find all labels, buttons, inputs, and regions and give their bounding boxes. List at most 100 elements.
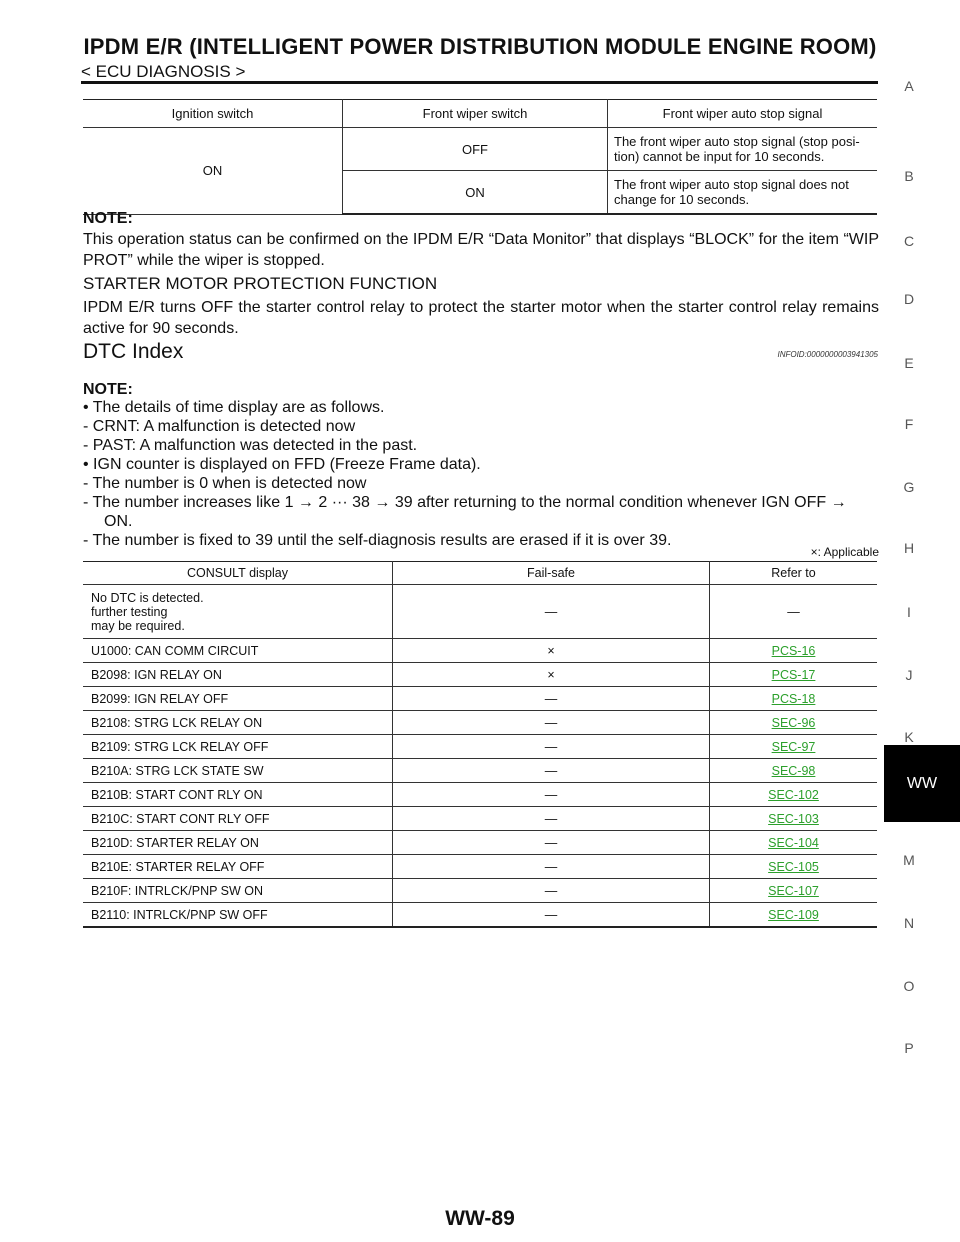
side-index-k[interactable]: K — [904, 729, 914, 745]
refer-cell: SEC-102 — [709, 782, 877, 807]
note-heading: NOTE: — [83, 381, 133, 398]
cell-line: No DTC is detected. — [91, 590, 204, 605]
note-line: - The number is fixed to 39 until the se… — [83, 532, 672, 549]
table-row: B210E: STARTER RELAY OFF — SEC-105 — [83, 854, 877, 879]
side-index-h[interactable]: H — [903, 540, 915, 556]
table-row: No DTC is detected. further testing may … — [83, 584, 877, 639]
failsafe-cell: — — [392, 710, 710, 735]
side-index-active-tab[interactable]: WW — [884, 745, 960, 822]
consult-display-cell: B2099: IGN RELAY OFF — [83, 686, 393, 711]
switch-cell: OFF — [342, 127, 608, 171]
consult-display-cell: B210C: START CONT RLY OFF — [83, 806, 393, 831]
refer-cell: SEC-103 — [709, 806, 877, 831]
table-row: B210C: START CONT RLY OFF — SEC-103 — [83, 806, 877, 831]
refer-cell: SEC-105 — [709, 854, 877, 879]
refer-cell: PCS-17 — [709, 662, 877, 687]
column-header: Refer to — [709, 561, 877, 585]
refer-link[interactable]: SEC-107 — [768, 883, 819, 898]
table-row: B2108: STRG LCK RELAY ON — SEC-96 — [83, 710, 877, 735]
consult-display-cell: B210A: STRG LCK STATE SW — [83, 758, 393, 783]
note-line: - The number is 0 when is detected now — [83, 475, 367, 492]
column-header: Fail-safe — [392, 561, 710, 585]
refer-link[interactable]: SEC-105 — [768, 859, 819, 874]
cell-line: may be required. — [91, 618, 185, 633]
column-header: CONSULT display — [83, 561, 393, 585]
failsafe-cell: — — [392, 686, 710, 711]
refer-link[interactable]: SEC-102 — [768, 787, 819, 802]
side-index-n[interactable]: N — [903, 915, 915, 931]
column-header: Ignition switch — [83, 99, 343, 128]
refer-cell: SEC-109 — [709, 902, 877, 928]
failsafe-cell: — — [392, 734, 710, 759]
refer-link[interactable]: SEC-103 — [768, 811, 819, 826]
refer-cell: SEC-107 — [709, 878, 877, 903]
side-index-c[interactable]: C — [903, 233, 915, 249]
consult-display-cell: U1000: CAN COMM CIRCUIT — [83, 638, 393, 663]
refer-cell: PCS-18 — [709, 686, 877, 711]
column-header: Front wiper auto stop signal — [607, 99, 877, 128]
side-index-g[interactable]: G — [903, 479, 915, 495]
side-index-b[interactable]: B — [904, 168, 914, 184]
refer-link[interactable]: SEC-96 — [771, 715, 816, 730]
dtc-index-heading: DTC Index — [83, 340, 184, 363]
side-index-p[interactable]: P — [904, 1040, 914, 1056]
refer-link[interactable]: PCS-17 — [771, 667, 816, 682]
switch-cell: ON — [342, 170, 608, 215]
table-row: B210F: INTRLCK/PNP SW ON — SEC-107 — [83, 878, 877, 903]
refer-cell: SEC-98 — [709, 758, 877, 783]
consult-display-cell: B210D: STARTER RELAY ON — [83, 830, 393, 855]
refer-link[interactable]: SEC-98 — [771, 763, 816, 778]
cell-line: further testing — [91, 604, 168, 619]
refer-link[interactable]: PCS-18 — [771, 691, 816, 706]
side-index-d[interactable]: D — [903, 291, 915, 307]
refer-cell: SEC-96 — [709, 710, 877, 735]
refer-link[interactable]: SEC-104 — [768, 835, 819, 850]
side-index-j[interactable]: J — [905, 667, 913, 683]
page-number: WW-89 — [445, 1207, 515, 1230]
table-row: B210D: STARTER RELAY ON — SEC-104 — [83, 830, 877, 855]
side-index-f[interactable]: F — [904, 416, 914, 432]
side-index-o[interactable]: O — [903, 978, 915, 994]
signal-line: change for 10 seconds. — [614, 192, 750, 207]
failsafe-cell: — — [392, 806, 710, 831]
side-index-a[interactable]: A — [904, 78, 914, 94]
note-line: - CRNT: A malfunction is detected now — [83, 418, 356, 435]
header-rule — [81, 81, 878, 84]
failsafe-cell: — — [392, 758, 710, 783]
column-header: Front wiper switch — [342, 99, 608, 128]
consult-display-cell: B2098: IGN RELAY ON — [83, 662, 393, 687]
failsafe-cell: — — [392, 782, 710, 807]
info-id: INFOID:0000000003941305 — [777, 350, 878, 359]
section-text: IPDM E/R turns OFF the starter control r… — [83, 299, 879, 337]
note-text: This operation status can be confirmed o… — [83, 231, 879, 269]
refer-link[interactable]: SEC-97 — [771, 739, 816, 754]
note-line: - PAST: A malfunction was detected in th… — [83, 437, 418, 454]
wiper-protection-table: Ignition switch Front wiper switch Front… — [83, 99, 877, 215]
table-row: B2109: STRG LCK RELAY OFF — SEC-97 — [83, 734, 877, 759]
note-line: ON. — [104, 513, 133, 530]
side-index-m[interactable]: M — [903, 852, 915, 868]
refer-link[interactable]: PCS-16 — [771, 643, 816, 658]
consult-display-cell: B2109: STRG LCK RELAY OFF — [83, 734, 393, 759]
page-title: IPDM E/R (INTELLIGENT POWER DISTRIBUTION… — [83, 34, 877, 59]
refer-cell: SEC-97 — [709, 734, 877, 759]
note-line: • The details of time display are as fol… — [83, 399, 385, 416]
note-heading: NOTE: — [83, 210, 133, 227]
side-index-i[interactable]: I — [907, 604, 911, 620]
consult-display-cell: B2108: STRG LCK RELAY ON — [83, 710, 393, 735]
failsafe-cell: — — [392, 878, 710, 903]
signal-cell: The front wiper auto stop signal (stop p… — [607, 127, 877, 171]
failsafe-cell: — — [392, 584, 710, 639]
consult-display-cell: B210F: INTRLCK/PNP SW ON — [83, 878, 393, 903]
table-row: B2110: INTRLCK/PNP SW OFF — SEC-109 — [83, 902, 877, 928]
section-breadcrumb: < ECU DIAGNOSIS > — [81, 62, 246, 81]
table-row: ON The front wiper auto stop signal does… — [83, 170, 877, 215]
table-row: B210A: STRG LCK STATE SW — SEC-98 — [83, 758, 877, 783]
side-index-e[interactable]: E — [904, 355, 914, 371]
table-row: B2098: IGN RELAY ON × PCS-17 — [83, 662, 877, 687]
signal-line: The front wiper auto stop signal (stop p… — [614, 134, 860, 149]
consult-display-cell: B210B: START CONT RLY ON — [83, 782, 393, 807]
refer-link[interactable]: SEC-109 — [768, 907, 819, 922]
table-row: B210B: START CONT RLY ON — SEC-102 — [83, 782, 877, 807]
refer-cell: — — [709, 584, 877, 639]
